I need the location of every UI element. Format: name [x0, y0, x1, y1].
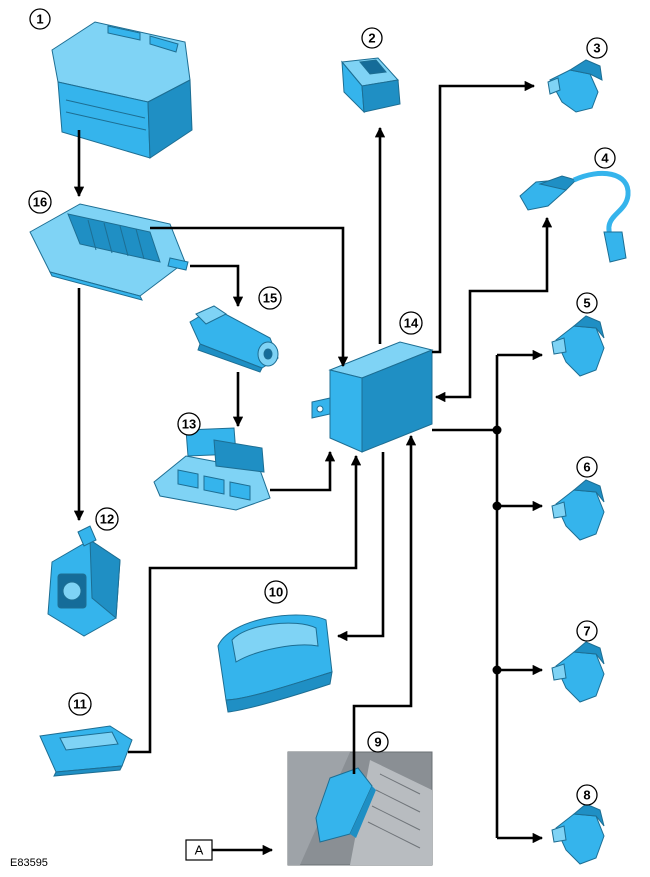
key-box: A	[185, 839, 213, 861]
callout-8: 8	[576, 784, 598, 806]
callout-1-label: 1	[36, 12, 43, 27]
callout-3-label: 3	[593, 41, 600, 56]
sensor-6	[551, 479, 605, 541]
sensor-5	[551, 315, 605, 377]
connection-lines	[73, 80, 553, 856]
switch-panel	[39, 725, 133, 777]
callout-15-label: 15	[263, 291, 277, 306]
battery	[51, 21, 193, 159]
callout-2-label: 2	[368, 31, 375, 46]
callout-14-label: 14	[404, 316, 419, 331]
connector-photo	[287, 751, 433, 866]
ignition-switch	[189, 305, 279, 373]
callout-6-label: 6	[583, 460, 590, 475]
callout-9: 9	[367, 731, 389, 753]
figure-reference: E83595	[10, 857, 48, 869]
sensor-4	[519, 170, 631, 263]
sensor-3	[547, 59, 603, 113]
callout-10-label: 10	[269, 585, 283, 600]
fuse-box	[29, 203, 189, 301]
instrument-cluster	[217, 614, 333, 713]
sensor-7	[551, 641, 605, 703]
callout-5-label: 5	[583, 296, 590, 311]
callout-5: 5	[576, 292, 598, 314]
callout-12-label: 12	[100, 512, 114, 527]
junction-box	[153, 427, 271, 511]
callout-3: 3	[586, 37, 608, 59]
callout-7-label: 7	[583, 624, 590, 639]
callout-13-label: 13	[182, 417, 196, 432]
callout-10: 10	[264, 580, 288, 604]
callout-6: 6	[576, 456, 598, 478]
callout-11-label: 11	[73, 697, 87, 712]
key-label: A	[195, 843, 204, 858]
siren	[47, 525, 121, 637]
callout-8-label: 8	[583, 788, 590, 803]
callout-1: 1	[29, 8, 51, 30]
callout-2: 2	[361, 27, 383, 49]
callout-15: 15	[258, 286, 282, 310]
callout-4-label: 4	[601, 151, 609, 166]
sensor-8	[551, 803, 605, 865]
callout-9-label: 9	[374, 735, 381, 750]
callout-16-label: 16	[33, 195, 47, 210]
callout-4: 4	[594, 147, 616, 169]
callout-13: 13	[177, 412, 201, 436]
callout-16: 16	[28, 190, 52, 214]
inertia-switch	[341, 57, 401, 114]
control-module	[311, 341, 434, 453]
callout-11: 11	[68, 692, 92, 716]
callout-14: 14	[399, 311, 423, 335]
callout-12: 12	[95, 507, 119, 531]
callout-7: 7	[576, 620, 598, 642]
